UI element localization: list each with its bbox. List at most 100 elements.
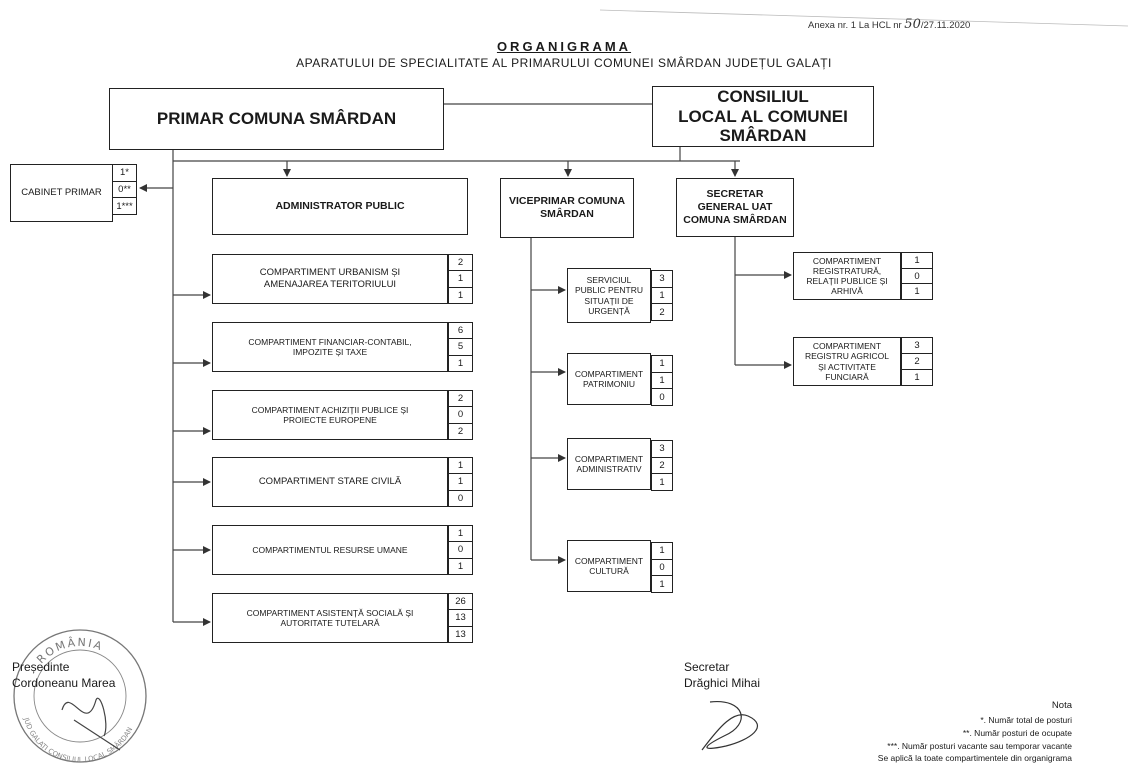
dept-label: COMPARTIMENT FINANCIAR-CONTABIL, IMPOZIT… xyxy=(248,336,412,357)
page-title: ORGANIGRAMA xyxy=(496,39,632,54)
count-vacant: 1 xyxy=(457,289,464,301)
annex-label: Anexa nr. 1 La HCL nr xyxy=(808,20,902,31)
count-occupied: 1 xyxy=(449,271,472,288)
dept-label: COMPARTIMENT ASISTENȚĂ SOCIALĂ ȘI AUTORI… xyxy=(246,607,414,628)
count-total: 3 xyxy=(652,271,672,288)
note-applies: Se aplică la toate compartimentele din o… xyxy=(877,753,1072,763)
count-vacant: 1 xyxy=(659,578,665,590)
council-stamp: ROMÂNIA JUD GALAȚI CONSILIUL LOCAL SMÂRD… xyxy=(13,629,147,764)
dept-label: COMPARTIMENT STARE CIVILĂ xyxy=(258,476,402,488)
dept-label: COMPARTIMENT URBANISM ȘI AMENAJAREA TERI… xyxy=(259,267,401,290)
count-total: 6 xyxy=(449,323,472,340)
count-total: 1 xyxy=(652,356,672,373)
count-total: 3 xyxy=(652,441,672,458)
count-vacant: 1 xyxy=(914,372,920,383)
president-signature-block: Președinte Cordoneanu Marea xyxy=(12,660,115,691)
count-vacant: 0 xyxy=(457,492,464,504)
president-role: Președinte xyxy=(12,660,70,674)
count-total: 3 xyxy=(902,338,932,354)
cabinet-label: CABINET PRIMAR xyxy=(21,187,102,199)
count-occupied: 2 xyxy=(652,458,672,475)
dept-box: SERVICIUL PUBLIC PENTRU SITUAȚII DE URGE… xyxy=(567,268,651,323)
count-vacant: 2 xyxy=(659,306,665,318)
note-occupied: **. Număr posturi de ocupate xyxy=(962,728,1072,738)
count-vacant: 1 xyxy=(457,357,464,369)
dept-box: COMPARTIMENT URBANISM ȘI AMENAJAREA TERI… xyxy=(212,254,448,304)
vice-mayor-label: VICEPRIMAR COMUNA SMÂRDAN xyxy=(508,194,626,220)
count-occupied: 1 xyxy=(652,373,672,390)
note-total: *. Număr total de posturi xyxy=(980,715,1072,725)
notes-block: Nota *. Număr total de posturi **. Număr… xyxy=(652,700,1072,763)
notes-title: Nota xyxy=(1051,700,1072,711)
dept-box: COMPARTIMENT FINANCIAR-CONTABIL, IMPOZIT… xyxy=(212,322,448,372)
secretary-role: Secretar xyxy=(684,660,730,674)
mayor-label: PRIMAR COMUNA SMÂRDAN xyxy=(156,109,397,128)
secretary-signature-block: Secretar Drăghici Mihai xyxy=(684,660,760,691)
dept-label: COMPARTIMENT ADMINISTRATIV xyxy=(574,453,644,474)
dept-label: COMPARTIMENT CULTURĂ xyxy=(574,555,644,576)
dept-box: COMPARTIMENT ADMINISTRATIV xyxy=(567,438,651,490)
council-box: CONSILIUL LOCAL AL COMUNEI SMÂRDAN xyxy=(652,86,874,147)
dept-box: COMPARTIMENT REGISTRATURĂ, RELAȚII PUBLI… xyxy=(793,252,901,300)
secretary-signature xyxy=(701,701,759,751)
count-vacant: 2 xyxy=(457,425,464,437)
secretary-name: Drăghici Mihai xyxy=(684,675,761,690)
count-total: 1 xyxy=(652,543,672,560)
cabinet-box: CABINET PRIMAR xyxy=(10,164,113,222)
count-occupied: 2 xyxy=(902,354,932,370)
count-total: 1 xyxy=(902,253,932,269)
dept-box: COMPARTIMENTUL RESURSE UMANE xyxy=(212,525,448,575)
count-occupied: 0 xyxy=(902,269,932,285)
note-vacant: ***. Număr posturi vacante sau temporar … xyxy=(887,741,1072,751)
vice-mayor-box: VICEPRIMAR COMUNA SMÂRDAN xyxy=(500,178,634,238)
administrator-box: ADMINISTRATOR PUBLIC xyxy=(212,178,468,235)
annex-date: /27.11.2020 xyxy=(920,20,971,31)
count-vacant: 1 xyxy=(914,286,920,298)
dept-box: COMPARTIMENT REGISTRU AGRICOL ȘI ACTIVIT… xyxy=(793,337,901,386)
count-vacant: 1 xyxy=(457,560,464,572)
count-vacant: 13 xyxy=(455,628,466,640)
dept-label: COMPARTIMENT ACHIZIȚII PUBLICE ȘI PROIEC… xyxy=(251,404,409,425)
annex-reference: Anexa nr. 1 La HCL nr 50/27.11.2020 xyxy=(808,17,970,32)
dept-box: COMPARTIMENT ASISTENȚĂ SOCIALĂ ȘI AUTORI… xyxy=(212,593,448,643)
count-occupied: 0 xyxy=(449,407,472,424)
annex-number: 50 xyxy=(904,17,921,32)
dept-box: COMPARTIMENT ACHIZIȚII PUBLICE ȘI PROIEC… xyxy=(212,390,448,440)
count-total: 1 xyxy=(449,458,472,475)
count-vacant: 1 xyxy=(659,476,665,488)
count-occupied: 5 xyxy=(449,339,472,356)
count-occupied: 13 xyxy=(449,610,472,627)
administrator-label: ADMINISTRATOR PUBLIC xyxy=(275,199,405,212)
count-total: 1 xyxy=(449,526,472,543)
count-total: 2 xyxy=(449,391,472,408)
secretary-box: SECRETAR GENERAL UAT COMUNA SMÂRDAN xyxy=(676,178,794,237)
dept-label: SERVICIUL PUBLIC PENTRU SITUAȚII DE URGE… xyxy=(574,275,643,316)
dept-box: COMPARTIMENT CULTURĂ xyxy=(567,540,651,592)
count-occupied: 1 xyxy=(652,288,672,305)
mayor-box: PRIMAR COMUNA SMÂRDAN xyxy=(109,88,444,150)
secretary-label: SECRETAR GENERAL UAT COMUNA SMÂRDAN xyxy=(683,187,787,227)
dept-label: COMPARTIMENTUL RESURSE UMANE xyxy=(252,544,408,555)
dept-label: COMPARTIMENT REGISTRATURĂ, RELAȚII PUBLI… xyxy=(806,255,888,297)
dept-label: COMPARTIMENT REGISTRU AGRICOL ȘI ACTIVIT… xyxy=(804,341,890,382)
count-total: 26 xyxy=(449,594,472,611)
dept-box: COMPARTIMENT STARE CIVILĂ xyxy=(212,457,448,507)
count-vacant: 1*** xyxy=(116,200,133,212)
council-label: CONSILIUL LOCAL AL COMUNEI SMÂRDAN xyxy=(678,87,848,146)
count-total: 2 xyxy=(449,255,472,272)
count-occupied: 0** xyxy=(113,182,136,199)
count-occupied: 0 xyxy=(449,542,472,559)
